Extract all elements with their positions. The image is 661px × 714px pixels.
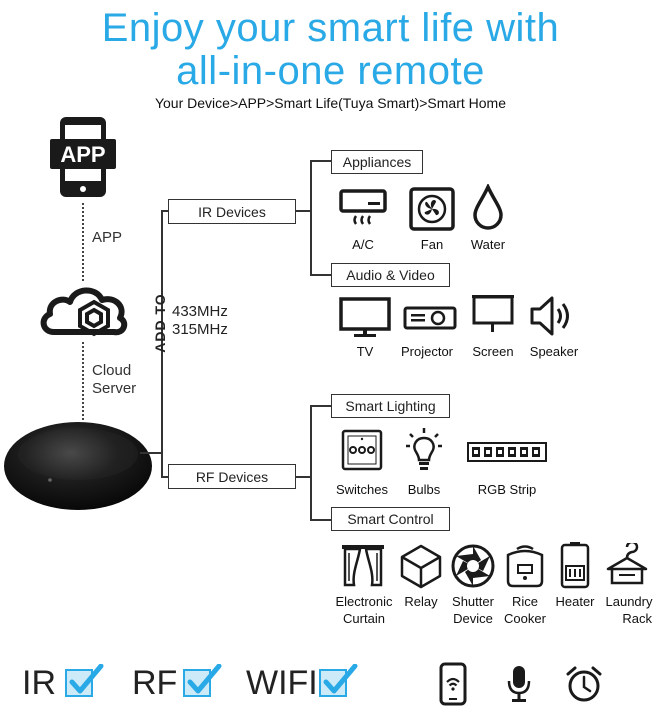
wifi-check-icon <box>319 664 358 697</box>
laundry-rack-icon <box>606 543 648 585</box>
microphone-icon <box>507 666 531 702</box>
ir-check-icon <box>65 664 104 697</box>
rf-devices-box: RF Devices <box>168 464 296 489</box>
ir-to-branch <box>296 210 310 212</box>
ir-branch-vertical <box>310 160 312 275</box>
appliances-label: Appliances <box>342 154 412 170</box>
audio-video-label: Audio & Video <box>346 267 435 283</box>
frequency-433: 433MHz <box>172 303 228 320</box>
curtain-label-1: Electronic <box>335 594 393 609</box>
phone-wifi-icon <box>439 662 467 706</box>
heater-label: Heater <box>555 594 595 609</box>
rice-cooker-icon <box>506 545 544 588</box>
phone-app-icon <box>50 117 116 197</box>
audio-video-box: Audio & Video <box>331 263 450 287</box>
air-conditioner-icon <box>339 189 387 225</box>
fan-label: Fan <box>420 237 444 252</box>
app-badge: APP <box>60 142 106 167</box>
fan-icon <box>409 187 455 231</box>
title-line-1: Enjoy your smart life with <box>101 6 560 50</box>
alarm-clock-icon <box>566 666 602 702</box>
rf-to-smart-lighting <box>310 405 331 407</box>
rice-cooker-label-1: Rice <box>511 594 538 609</box>
projector-icon <box>403 306 457 330</box>
rice-cooker-label-2: Cooker <box>504 611 546 626</box>
ir-to-audio-video <box>310 274 331 276</box>
footer-rf-label: RF <box>132 664 178 702</box>
laundry-label-2: Rack <box>622 611 652 626</box>
trunk-to-rf <box>161 476 169 478</box>
ir-devices-label: IR Devices <box>198 203 266 220</box>
curtain-label-2: Curtain <box>343 611 385 626</box>
rf-to-smart-control <box>310 519 331 521</box>
trunk-to-ir <box>161 210 169 212</box>
laundry-label-1: Laundry <box>605 594 653 609</box>
cloud-label-2: Server <box>92 380 137 397</box>
tv-icon <box>339 297 391 337</box>
tv-label: TV <box>356 344 374 359</box>
heater-icon <box>560 542 590 589</box>
curtain-icon <box>342 545 384 587</box>
shutter-label-2: Device <box>453 611 493 626</box>
app-cloud-connector <box>82 203 84 281</box>
remote-hub-device <box>4 422 152 510</box>
rf-devices-label: RF Devices <box>195 468 269 485</box>
light-bulb-icon <box>406 428 442 470</box>
relay-label: Relay <box>404 594 438 609</box>
ir-devices-box: IR Devices <box>168 199 296 224</box>
smart-lighting-label: Smart Lighting <box>345 398 436 414</box>
smart-lighting-box: Smart Lighting <box>331 394 450 418</box>
cloud-label-1: Cloud <box>92 362 132 379</box>
rgb-strip-label: RGB Strip <box>477 482 537 497</box>
cloud-server-icon <box>40 287 128 337</box>
add-to-label: ADD TO <box>152 293 168 353</box>
rgb-strip-icon <box>467 442 547 462</box>
relay-box-icon <box>400 544 442 589</box>
shutter-icon <box>451 544 495 588</box>
screen-label: Screen <box>472 344 514 359</box>
subtitle: Your Device>APP>Smart Life(Tuya Smart)>S… <box>154 95 507 111</box>
appliances-box: Appliances <box>331 150 423 174</box>
water-drop-icon <box>473 184 503 230</box>
water-label: Water <box>470 237 506 252</box>
frequency-315: 315MHz <box>172 321 228 338</box>
trunk-vertical <box>161 210 163 477</box>
speaker-label: Speaker <box>529 344 579 359</box>
ac-label: A/C <box>352 237 374 252</box>
speaker-icon <box>530 296 569 336</box>
bulbs-label: Bulbs <box>407 482 441 497</box>
footer-ir-label: IR <box>22 664 56 702</box>
rf-check-icon <box>183 664 222 697</box>
ir-to-appliances <box>310 160 331 162</box>
smart-control-label: Smart Control <box>347 511 434 527</box>
smart-control-box: Smart Control <box>331 507 450 531</box>
hub-trunk-connector <box>140 452 162 454</box>
projector-label: Projector <box>400 344 454 359</box>
app-label: APP <box>92 229 123 246</box>
rf-branch-vertical <box>310 405 312 520</box>
switches-label: Switches <box>335 482 389 497</box>
title-line-2: all-in-one remote <box>176 49 485 93</box>
cloud-device-connector <box>82 342 84 420</box>
wall-switch-icon <box>341 429 383 471</box>
shutter-label-1: Shutter <box>452 594 494 609</box>
footer-wifi-label: WIFI <box>246 664 318 702</box>
rf-to-branch <box>296 476 310 478</box>
projection-screen-icon <box>472 295 514 332</box>
